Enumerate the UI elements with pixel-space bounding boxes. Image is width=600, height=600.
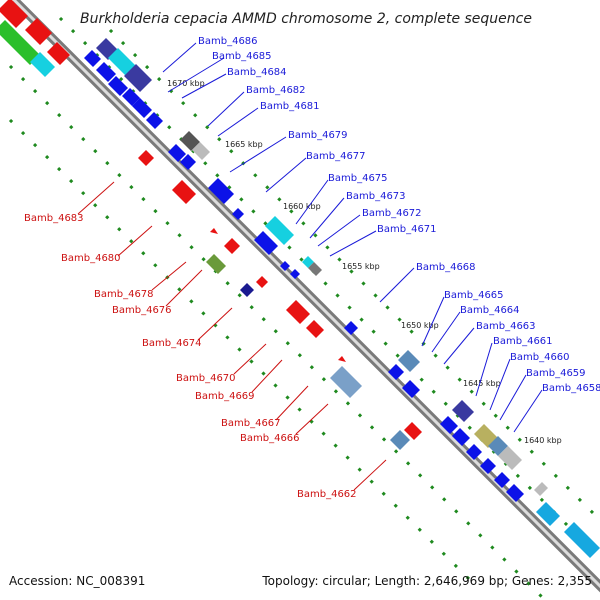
gene-arrow-blue <box>452 428 470 446</box>
kbp-label: 1660 kbp <box>283 202 321 211</box>
gene-arrow-red <box>47 42 70 65</box>
kbp-label: 1670 kbp <box>167 79 205 88</box>
gene-label-reverse: Bamb_4674 <box>142 338 202 349</box>
kbp-label: 1655 kbp <box>342 262 380 271</box>
gene-block-cyan <box>30 52 55 77</box>
gene-block-gray <box>534 482 548 496</box>
gene-arrow-red <box>306 320 324 338</box>
gene-arrow-blue <box>168 144 186 162</box>
gene-block-steel <box>330 366 362 398</box>
gene-label-reverse: Bamb_4683 <box>24 213 84 224</box>
gene-arrow-red <box>138 150 154 166</box>
gene-arrow-red <box>210 228 218 234</box>
genome-summary-text: Topology: circular; Length: 2,646,969 bp… <box>261 574 592 588</box>
gene-label-reverse: Bamb_4680 <box>61 253 121 264</box>
gene-block-purple <box>452 400 474 422</box>
gene-arrow-blue <box>254 231 278 255</box>
gene-block-navy <box>240 283 254 297</box>
gene-arrow-blue <box>84 50 101 67</box>
gene-features <box>0 0 600 558</box>
gene-label-reverse: Bamb_4666 <box>240 433 300 444</box>
gene-block-cyan <box>564 522 600 558</box>
kbp-label: 1650 kbp <box>401 321 439 330</box>
gene-arrow-blue <box>132 98 152 118</box>
gene-label-forward: Bamb_4663 <box>476 321 536 332</box>
gene-label-forward: Bamb_4668 <box>416 262 476 273</box>
gene-label-forward: Bamb_4658 <box>542 383 600 394</box>
gene-arrow-red <box>256 276 268 288</box>
gene-label-reverse: Bamb_4678 <box>94 289 154 300</box>
gene-arrow-blue <box>180 154 196 170</box>
gene-arrow-red <box>224 238 240 254</box>
gene-arrow-blue <box>122 88 140 106</box>
gene-label-reverse: Bamb_4670 <box>176 373 236 384</box>
gene-arrow-red <box>404 422 422 440</box>
gene-block-steel <box>390 430 410 450</box>
gene-block-olive <box>206 254 226 274</box>
gene-arrow-blue <box>480 458 496 474</box>
gene-block-steel <box>398 350 420 372</box>
gene-arrow-blue <box>280 261 290 271</box>
gene-label-forward: Bamb_4684 <box>227 67 287 78</box>
gene-label-forward: Bamb_4665 <box>444 290 504 301</box>
gene-arrow-red <box>0 0 28 28</box>
gene-label-forward: Bamb_4679 <box>288 130 348 141</box>
gene-block-gray <box>308 262 322 276</box>
gene-label-reverse: Bamb_4676 <box>112 305 172 316</box>
gene-label-reverse: Bamb_4667 <box>221 418 281 429</box>
gene-label-forward: Bamb_4672 <box>362 208 422 219</box>
gene-label-forward: Bamb_4671 <box>377 224 437 235</box>
gene-arrow-blue <box>440 416 458 434</box>
gene-block-green <box>0 20 40 65</box>
gene-arrow-blue <box>466 444 482 460</box>
gene-label-forward: Bamb_4677 <box>306 151 366 162</box>
gene-label-forward: Bamb_4682 <box>246 85 306 96</box>
gene-label-reverse: Bamb_4669 <box>195 391 255 402</box>
tick-lines <box>8 16 600 600</box>
gene-block-gray <box>180 131 200 151</box>
gene-arrow-blue <box>208 178 234 204</box>
gene-arrow-red <box>172 180 196 204</box>
gene-arrow-blue <box>388 364 404 380</box>
gene-label-forward: Bamb_4673 <box>346 191 406 202</box>
gene-arrow-red <box>25 18 52 45</box>
gene-arrow-blue <box>506 484 524 502</box>
gene-label-forward: Bamb_4661 <box>493 336 553 347</box>
kbp-label: 1640 kbp <box>524 436 562 445</box>
gene-label-forward: Bamb_4659 <box>526 368 586 379</box>
kbp-label: 1665 kbp <box>225 140 263 149</box>
gene-arrow-red <box>338 356 346 362</box>
gene-arrow-blue <box>494 472 510 488</box>
gene-arrow-blue <box>344 321 358 335</box>
reverse-gene-labels: Bamb_4683 Bamb_4680 Bamb_4678 Bamb_4676 … <box>24 181 387 500</box>
chromosome-backbone <box>10 0 600 593</box>
gene-label-forward: Bamb_4685 <box>212 51 272 62</box>
kbp-label: 1645 kbp <box>463 379 501 388</box>
gene-label-forward: Bamb_4686 <box>198 36 258 47</box>
gene-arrow-red <box>286 300 310 324</box>
gene-arrow-blue <box>96 62 116 82</box>
gene-label-reverse: Bamb_4662 <box>297 489 357 500</box>
map-title: Burkholderia cepacia AMMD chromosome 2, … <box>80 11 532 27</box>
gene-arrow-blue <box>108 76 128 96</box>
gene-label-forward: Bamb_4660 <box>510 352 570 363</box>
gene-block-cyan <box>536 502 560 526</box>
gene-arrow-blue <box>146 112 163 129</box>
gene-block-cyan <box>265 216 294 245</box>
gene-label-forward: Bamb_4681 <box>260 101 320 112</box>
kbp-labels: 1670 kbp 1665 kbp 1660 kbp 1655 kbp 1650… <box>167 79 562 445</box>
gene-block-gray <box>192 142 210 160</box>
gene-arrow-blue <box>232 208 244 220</box>
gene-label-forward: Bamb_4664 <box>460 305 520 316</box>
gene-block-purple <box>124 64 152 92</box>
gene-label-forward: Bamb_4675 <box>328 173 388 184</box>
gene-block-gray <box>498 446 522 470</box>
accession-text: Accession: NC_008391 <box>9 574 145 588</box>
forward-gene-labels: Bamb_4686 Bamb_4685 Bamb_4684 Bamb_4682 … <box>162 36 600 433</box>
gene-arrow-blue <box>402 380 420 398</box>
gene-arrow-blue <box>290 269 300 279</box>
